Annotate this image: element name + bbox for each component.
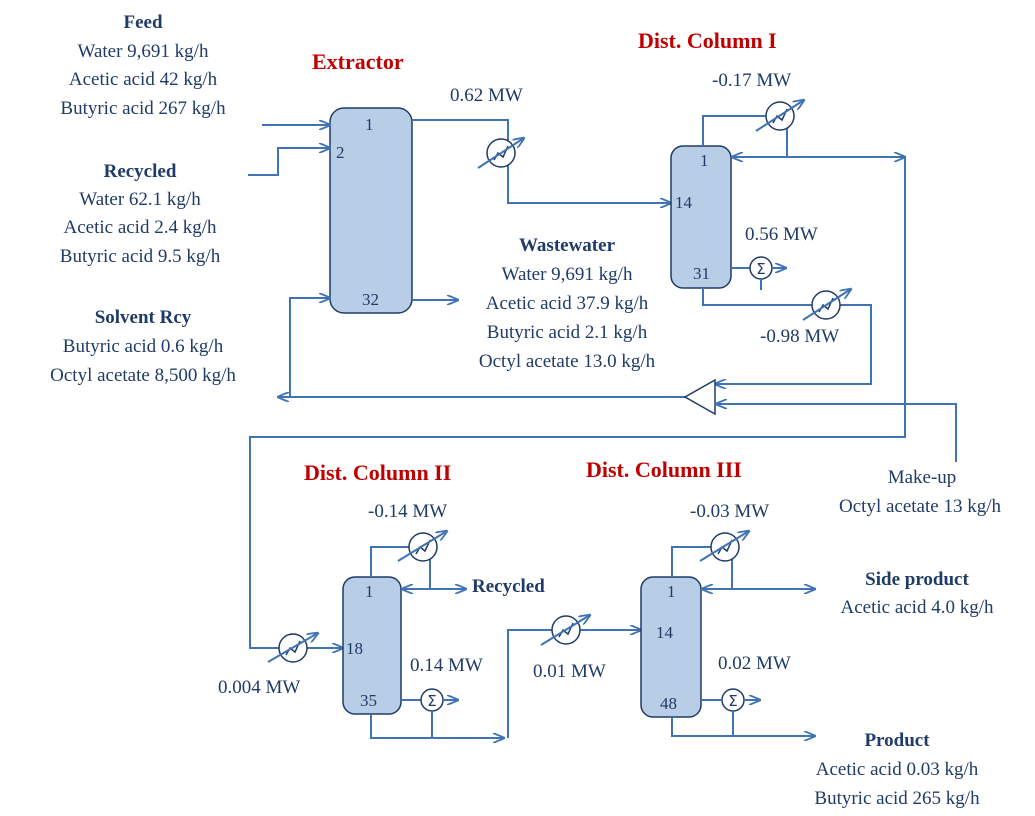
column1-stage-feed: 14 bbox=[675, 193, 693, 212]
extractor-title: Extractor bbox=[312, 49, 404, 74]
recycled-in-arrow bbox=[248, 148, 330, 176]
solvent-rcy-line-2: Octyl acetate 8,500 kg/h bbox=[50, 365, 236, 386]
column1-reboiler-duty: 0.56 MW bbox=[745, 224, 818, 245]
column2-stage-bottom: 35 bbox=[360, 691, 377, 710]
feed-line-1: Water 9,691 kg/h bbox=[78, 41, 209, 62]
feed-line-3: Butyric acid 267 kg/h bbox=[60, 98, 226, 119]
wastewater-line-4: Octyl acetate 13.0 kg/h bbox=[479, 351, 656, 372]
svg-text:Σ: Σ bbox=[427, 692, 436, 710]
column1-stage-top: 1 bbox=[700, 151, 709, 170]
column3-feed-heater-icon bbox=[540, 615, 590, 646]
column3-reboiler-duty: 0.02 MW bbox=[718, 653, 791, 674]
column2-to-column3-arrow bbox=[507, 630, 641, 738]
side-product-line: Acetic acid 4.0 kg/h bbox=[840, 597, 994, 618]
extractor-stage-feed: 2 bbox=[336, 143, 345, 162]
column1-reboiler-icon: Σ bbox=[749, 256, 786, 290]
product-line-1: Acetic acid 0.03 kg/h bbox=[816, 759, 979, 780]
column3-reboiler-icon: Σ bbox=[721, 688, 760, 736]
extract-to-column1-arrow bbox=[412, 119, 671, 203]
wastewater-line-1: Water 9,691 kg/h bbox=[502, 264, 633, 285]
feed-line-2: Acetic acid 42 kg/h bbox=[69, 69, 218, 90]
svg-text:Σ: Σ bbox=[728, 692, 737, 710]
column1 bbox=[670, 145, 732, 289]
product-arrow bbox=[671, 717, 815, 736]
extractor-heater-duty: 0.62 MW bbox=[450, 85, 523, 106]
column1-cooler-icon bbox=[802, 289, 851, 321]
recycled-in-title: Recycled bbox=[104, 161, 177, 182]
column1-bottoms-arrow bbox=[702, 288, 872, 384]
column1-cooler-duty: -0.98 MW bbox=[760, 326, 839, 347]
extractor-heater-icon bbox=[477, 138, 524, 169]
recycled-out-label: Recycled bbox=[472, 576, 545, 597]
recycled-in-line-3: Butyric acid 9.5 kg/h bbox=[60, 246, 221, 267]
column2-condenser-duty: -0.14 MW bbox=[368, 501, 447, 522]
recycled-in-line-2: Acetic acid 2.4 kg/h bbox=[63, 217, 217, 238]
extractor-stage-bottom: 32 bbox=[362, 290, 379, 309]
column3-condenser-icon bbox=[699, 531, 749, 562]
feed-title: Feed bbox=[123, 12, 162, 33]
column2-stage-feed: 18 bbox=[346, 639, 363, 658]
column2-stage-top: 1 bbox=[365, 582, 374, 601]
column2-reboiler-icon: Σ bbox=[420, 688, 458, 738]
column2-title: Dist. Column II bbox=[304, 460, 451, 485]
column3-stage-feed: 14 bbox=[656, 623, 674, 642]
extractor-column bbox=[329, 107, 413, 314]
wastewater-line-2: Acetic acid 37.9 kg/h bbox=[486, 293, 649, 314]
makeup-line-text: Octyl acetate 13 kg/h bbox=[839, 496, 1001, 517]
column2-bottoms-arrow bbox=[370, 714, 504, 738]
column2-feed-heater-icon bbox=[267, 633, 318, 663]
extractor-stage-top: 1 bbox=[365, 115, 374, 134]
column3-stage-bottom: 48 bbox=[660, 694, 677, 713]
column3-stage-top: 1 bbox=[667, 582, 676, 601]
column1-stage-bottom: 31 bbox=[693, 264, 710, 283]
product-line-2: Butyric acid 265 kg/h bbox=[814, 788, 980, 809]
column3-title: Dist. Column III bbox=[586, 457, 742, 482]
column1-overhead-line bbox=[702, 115, 773, 146]
wastewater-line-3: Butyric acid 2.1 kg/h bbox=[487, 322, 648, 343]
column1-title: Dist. Column I bbox=[638, 28, 777, 53]
column3-feed-heater-duty: 0.01 MW bbox=[533, 661, 606, 682]
column3-condenser-duty: -0.03 MW bbox=[690, 501, 769, 522]
wastewater-title: Wastewater bbox=[519, 235, 616, 256]
solvent-mixer bbox=[683, 378, 716, 416]
column2-feed-heater-duty: 0.004 MW bbox=[218, 677, 300, 698]
solvent-rcy-title: Solvent Rcy bbox=[95, 307, 192, 328]
column3-overhead-line bbox=[671, 546, 718, 577]
column2-overhead-line bbox=[370, 546, 416, 577]
svg-text:Σ: Σ bbox=[756, 260, 765, 278]
makeup-line bbox=[941, 403, 957, 462]
side-product-title: Side product bbox=[865, 569, 969, 590]
solvent-rcy-line-1: Butyric acid 0.6 kg/h bbox=[63, 336, 224, 357]
column1-condenser-duty: -0.17 MW bbox=[712, 70, 791, 91]
product-title: Product bbox=[864, 730, 930, 751]
column1-condenser-icon bbox=[755, 100, 804, 132]
column2-condenser-icon bbox=[397, 531, 447, 562]
column2-reboiler-duty: 0.14 MW bbox=[410, 655, 483, 676]
recycled-in-line-1: Water 62.1 kg/h bbox=[79, 189, 201, 210]
makeup-title: Make-up bbox=[888, 467, 957, 488]
solvent-to-extractor-arrow bbox=[289, 298, 330, 397]
